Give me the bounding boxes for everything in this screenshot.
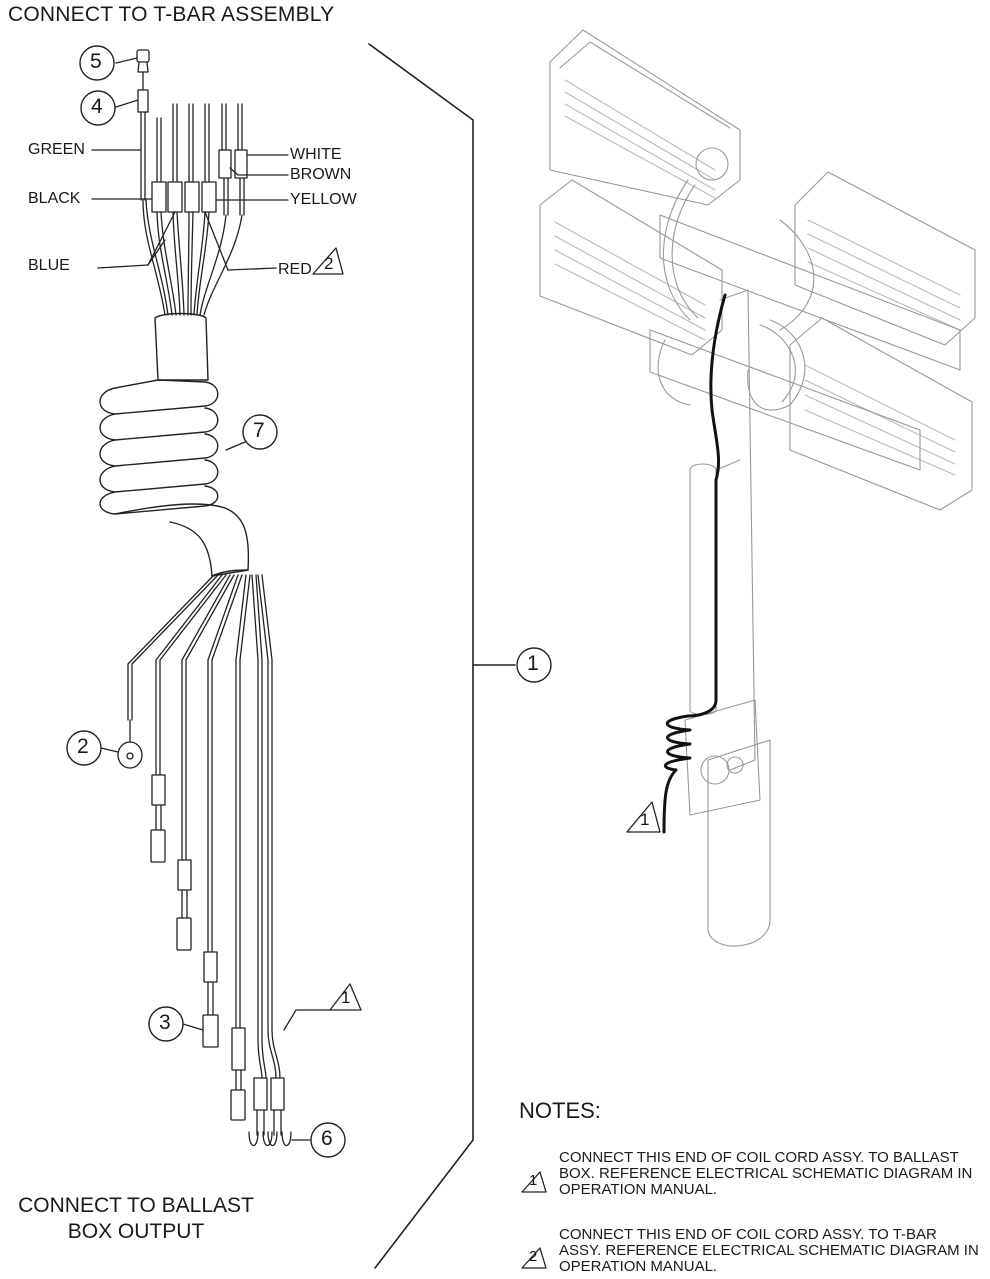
- notes-heading: NOTES:: [519, 1098, 601, 1123]
- callout-5: 5: [90, 50, 102, 73]
- title-ballast: CONNECT TO BALLAST BOX OUTPUT: [0, 1193, 276, 1245]
- bottom-wires: [100, 574, 331, 1147]
- note-1-marker: 1: [529, 1172, 538, 1189]
- title-ballast-line1: CONNECT TO BALLAST: [18, 1194, 254, 1217]
- top-wires: [91, 49, 289, 316]
- label-brown: BROWN: [290, 166, 352, 183]
- callout-4: 4: [91, 95, 103, 118]
- light-tower: [539, 29, 976, 947]
- flag-triangles: [312, 247, 661, 1269]
- callout-circles: [66, 45, 552, 1158]
- tower-cord: [662, 293, 727, 834]
- callout-7: 7: [253, 419, 265, 442]
- flag-1-wire: 1: [341, 988, 351, 1007]
- note-2-marker: 2: [529, 1248, 538, 1265]
- coil-cord: [99, 312, 250, 577]
- callout-6: 6: [321, 1127, 333, 1150]
- title-ballast-line2: BOX OUTPUT: [67, 1220, 205, 1243]
- label-green: GREEN: [28, 141, 85, 158]
- title-t-bar: CONNECT TO T-BAR ASSEMBLY: [8, 3, 335, 26]
- callout-1: 1: [527, 652, 539, 675]
- label-yellow: YELLOW: [290, 191, 357, 208]
- label-blue: BLUE: [28, 257, 70, 274]
- callout-2: 2: [77, 735, 89, 758]
- flag-2-top: 2: [324, 254, 334, 273]
- label-red: RED: [278, 261, 312, 278]
- callout-3: 3: [159, 1011, 171, 1034]
- label-black: BLACK: [28, 190, 81, 207]
- note-1-text: CONNECT THIS END OF COIL CORD ASSY. TO B…: [559, 1149, 973, 1198]
- flag-1-tower: 1: [640, 810, 650, 829]
- bracket: [368, 43, 516, 1269]
- label-white: WHITE: [290, 146, 342, 163]
- note-2-text: CONNECT THIS END OF COIL CORD ASSY. TO T…: [559, 1226, 979, 1275]
